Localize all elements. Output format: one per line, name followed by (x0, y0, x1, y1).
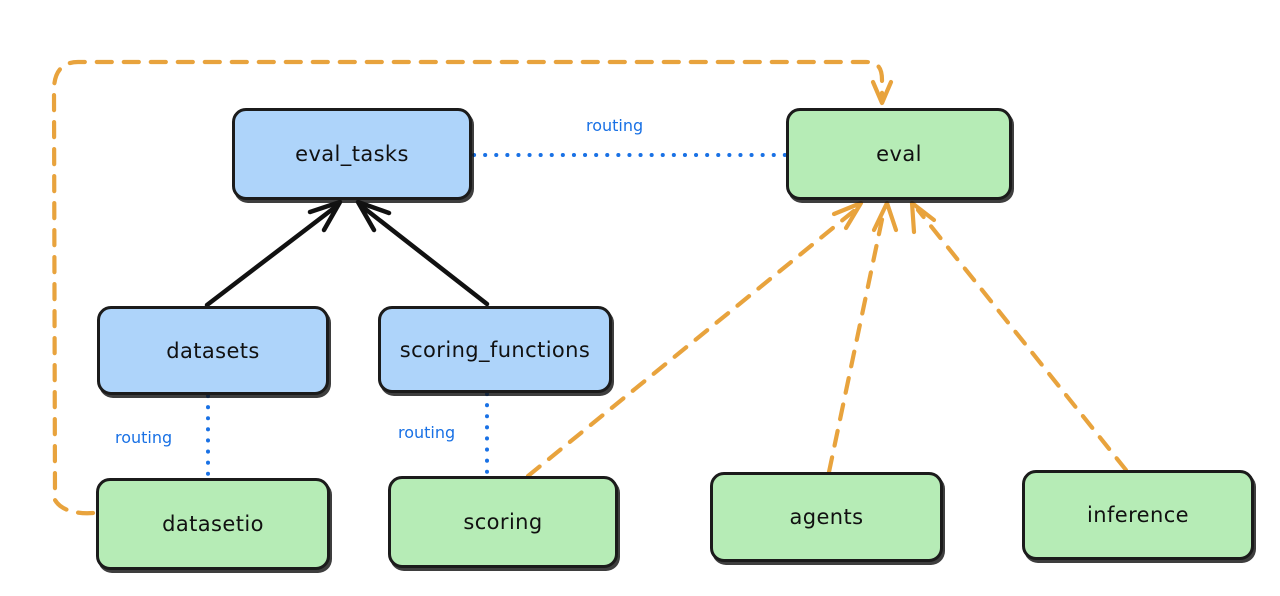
node-label: eval (876, 142, 922, 166)
node-label: inference (1087, 503, 1189, 527)
edge-label-routing-datasets: routing (112, 428, 176, 447)
node-label: scoring_functions (399, 337, 591, 362)
node-scoring[interactable]: scoring (388, 476, 618, 568)
node-eval-tasks[interactable]: eval_tasks (232, 108, 472, 200)
edge-agents-eval (826, 200, 899, 475)
edge-inference-eval (909, 200, 1129, 473)
node-label: datasetio (162, 512, 264, 536)
edge-datasets-eval_tasks (204, 199, 343, 308)
node-label: eval_tasks (295, 142, 409, 166)
node-label: scoring (463, 510, 543, 534)
node-agents[interactable]: agents (710, 472, 943, 562)
node-eval[interactable]: eval (786, 108, 1012, 200)
edge-scoring_functions-eval_tasks (355, 199, 490, 307)
node-label: datasets (166, 338, 260, 363)
node-datasetio[interactable]: datasetio (96, 478, 330, 570)
node-label: agents (789, 505, 864, 529)
edge-scoring-eval (525, 200, 864, 479)
node-scoring-functions[interactable]: scoring_functions (378, 306, 612, 393)
edge-label-routing-eval-tasks: routing (583, 116, 647, 135)
node-datasets[interactable]: datasets (97, 306, 329, 395)
node-inference[interactable]: inference (1022, 470, 1254, 560)
edge-label-routing-scoring-functions: routing (395, 423, 459, 442)
edge-datasetio-eval (51, 59, 894, 516)
